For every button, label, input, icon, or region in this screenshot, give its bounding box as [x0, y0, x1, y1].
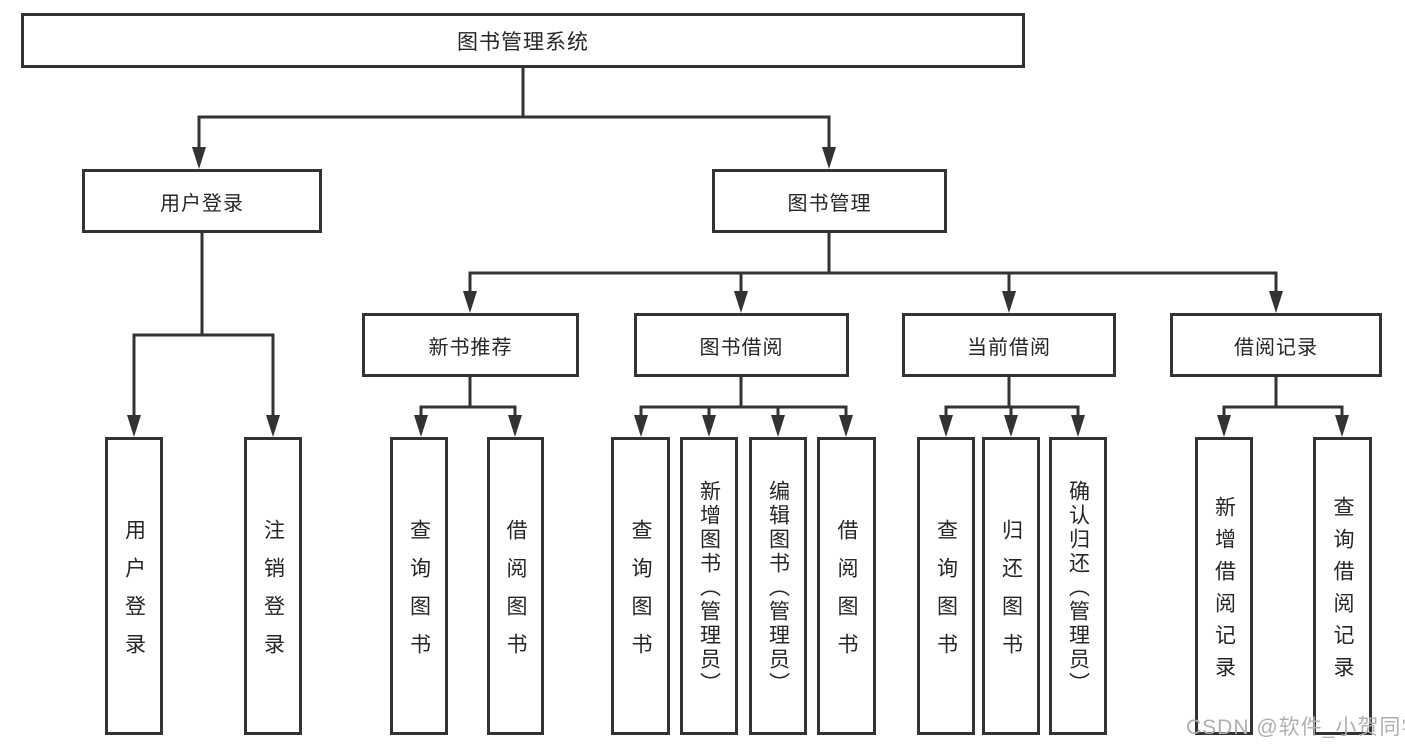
leaf-query-books-2: 查询图书 — [611, 437, 670, 735]
leaf-query-books-1: 查询图书 — [390, 437, 448, 735]
leaf-borrow-books-2: 借阅图书 — [817, 437, 876, 735]
leaf-query-books-3: 查询图书 — [917, 437, 975, 735]
csdn-watermark: CSDN @软件_小贺同学 — [1186, 716, 1405, 739]
node-user-login: 用户登录 — [82, 169, 322, 233]
leaf-add-books-admin: 新增图书（管理员） — [680, 437, 738, 735]
node-root-system: 图书管理系统 — [21, 13, 1025, 68]
leaf-edit-books-admin: 编辑图书（管理员） — [749, 437, 807, 735]
node-borrow-record: 借阅记录 — [1170, 313, 1382, 377]
node-new-book-recommend: 新书推荐 — [362, 313, 579, 377]
leaf-query-borrow-record: 查询借阅记录 — [1313, 437, 1372, 735]
leaf-borrow-books-1: 借阅图书 — [487, 437, 544, 735]
node-book-management: 图书管理 — [712, 169, 947, 233]
node-current-borrow: 当前借阅 — [902, 313, 1116, 377]
node-book-borrow: 图书借阅 — [634, 313, 849, 377]
leaf-add-borrow-record: 新增借阅记录 — [1195, 437, 1253, 735]
leaf-user-login: 用户登录 — [105, 437, 163, 735]
leaf-confirm-return-admin: 确认归还（管理员） — [1049, 437, 1107, 735]
leaf-return-books: 归还图书 — [982, 437, 1040, 735]
leaf-logout: 注销登录 — [244, 437, 302, 735]
